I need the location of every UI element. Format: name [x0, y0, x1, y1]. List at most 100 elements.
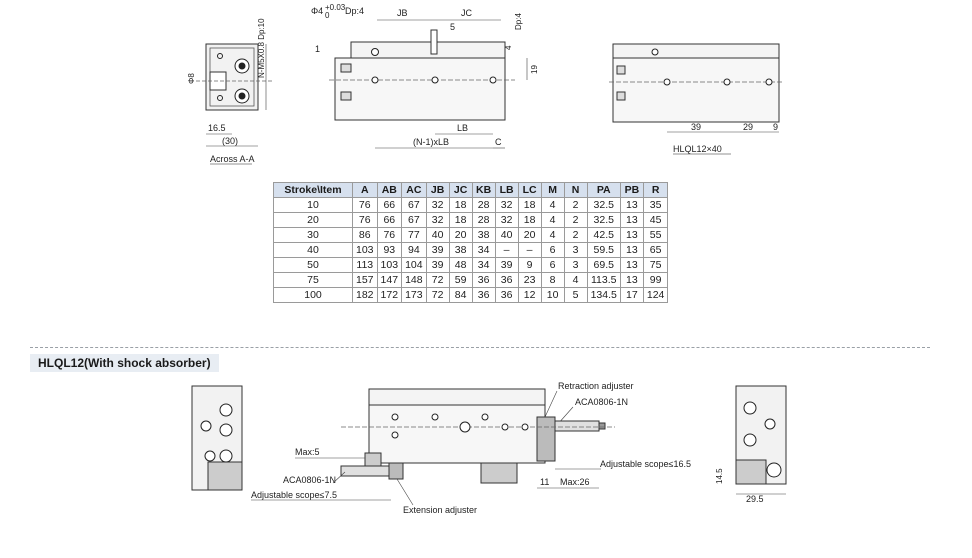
- table-cell: 3: [563, 242, 588, 258]
- table-cell: 55: [642, 227, 669, 243]
- table-cell: 10: [273, 197, 353, 213]
- side-hole-1: [371, 48, 379, 56]
- table-cell: 66: [376, 197, 403, 213]
- table-cell: 40: [494, 227, 519, 243]
- blv-port-5: [204, 450, 216, 462]
- right-tol-label: 4: [504, 45, 513, 50]
- bsv-lower-block: [480, 462, 518, 484]
- table-cell: 40: [425, 227, 450, 243]
- brv-base: [735, 459, 767, 485]
- table-cell: 13: [619, 212, 644, 228]
- table-cell: 148: [401, 272, 427, 288]
- brv-port-4: [766, 462, 782, 478]
- slide-body: [334, 57, 506, 121]
- dim-16-5: 16.5: [208, 123, 226, 133]
- spec-header-cell: PA: [586, 182, 621, 198]
- table-cell: 104: [401, 257, 427, 273]
- table-cell: 4: [540, 227, 565, 243]
- table-cell: 113.5: [586, 272, 621, 288]
- side-hole-4: [489, 76, 497, 84]
- spec-header-cell: AB: [376, 182, 403, 198]
- bsv-shock-right: [554, 420, 600, 432]
- table-cell: 59.5: [586, 242, 621, 258]
- table-cell: 18: [448, 197, 473, 213]
- table-cell: –: [517, 242, 542, 258]
- table-cell: 36: [471, 272, 496, 288]
- table-cell: 18: [448, 212, 473, 228]
- section-title: HLQL12(With shock absorber): [30, 354, 219, 372]
- retraction-leader: [544, 390, 558, 418]
- table-cell: 32: [494, 212, 519, 228]
- table-cell: 100: [273, 287, 353, 303]
- port-stub-2: [340, 91, 352, 101]
- plan-caption: HLQL12×40: [673, 144, 722, 154]
- end-view-drawing: N-M5X0.8 Dp:10 Φ8 16.5 (30) Across A-A: [187, 18, 272, 165]
- across-caption: Across A-A: [210, 154, 255, 164]
- table-cell: 12: [517, 287, 542, 303]
- lb-label: LB: [457, 123, 468, 133]
- side-view-drawing: Φ4 +0.03 0 Dp:4 JB JC 5 1 4 Dp:4 19 LB (…: [311, 3, 539, 149]
- table-cell: 113: [352, 257, 378, 273]
- phi4-tol: +0.03: [325, 3, 346, 12]
- plan-hole-1: [663, 78, 671, 86]
- plan-view-drawing: 39 29 9 HLQL12×40: [609, 43, 783, 155]
- bsv-hole-7: [521, 423, 529, 431]
- table-cell: 93: [376, 242, 403, 258]
- bsv-cap: [536, 416, 556, 462]
- table-cell: 40: [273, 242, 353, 258]
- table-cell: 147: [376, 272, 403, 288]
- max26-label: Max:26: [560, 477, 590, 487]
- table-cell: 20: [273, 212, 353, 228]
- table-cell: 10: [540, 287, 565, 303]
- c-label: C: [495, 137, 502, 147]
- table-cell: 13: [619, 227, 644, 243]
- table-cell: –: [494, 242, 519, 258]
- table-cell: 59: [448, 272, 473, 288]
- table-cell: 67: [401, 212, 427, 228]
- aca-bottom-label: ACA0806-1N: [283, 475, 336, 485]
- table-cell: 2: [563, 212, 588, 228]
- table-cell: 103: [376, 257, 403, 273]
- bsv-hole-1: [391, 413, 399, 421]
- table-cell: 67: [401, 197, 427, 213]
- table-cell: 99: [642, 272, 669, 288]
- spec-header-cell: JC: [448, 182, 473, 198]
- table-cell: 18: [517, 197, 542, 213]
- spec-header-cell: KB: [471, 182, 496, 198]
- bsv-shock-right-rod: [598, 422, 606, 430]
- table-cell: 2: [563, 197, 588, 213]
- dim-30: (30): [222, 136, 238, 146]
- side-hole-3: [431, 76, 439, 84]
- brv-d14-5: 14.5: [715, 468, 724, 484]
- port-circle-top-inner: [238, 62, 246, 70]
- plan-hole-3: [765, 78, 773, 86]
- plan-hole-2: [723, 78, 731, 86]
- spec-header-cell: LC: [517, 182, 542, 198]
- table-cell: 76: [376, 227, 403, 243]
- table-cell: 103: [352, 242, 378, 258]
- spec-header-cell: A: [352, 182, 378, 198]
- table-cell: 77: [401, 227, 427, 243]
- extension-label: Extension adjuster: [403, 505, 477, 515]
- table-cell: 20: [448, 227, 473, 243]
- phi4-label: Φ4: [311, 6, 323, 16]
- table-cell: 173: [401, 287, 427, 303]
- table-cell: 72: [425, 287, 450, 303]
- spec-header-cell: JB: [425, 182, 450, 198]
- table-cell: 65: [642, 242, 669, 258]
- side-hole-2: [371, 76, 379, 84]
- table-cell: 13: [619, 242, 644, 258]
- table-cell: 36: [494, 287, 519, 303]
- table-cell: 28: [471, 197, 496, 213]
- table-cell: 38: [448, 242, 473, 258]
- right-dp-label: Dp:4: [514, 13, 523, 30]
- brv-d29-5: 29.5: [746, 494, 764, 504]
- table-cell: 3: [563, 257, 588, 273]
- table-cell: 157: [352, 272, 378, 288]
- blv-port-2: [219, 423, 233, 437]
- plan-hole-top: [651, 48, 659, 56]
